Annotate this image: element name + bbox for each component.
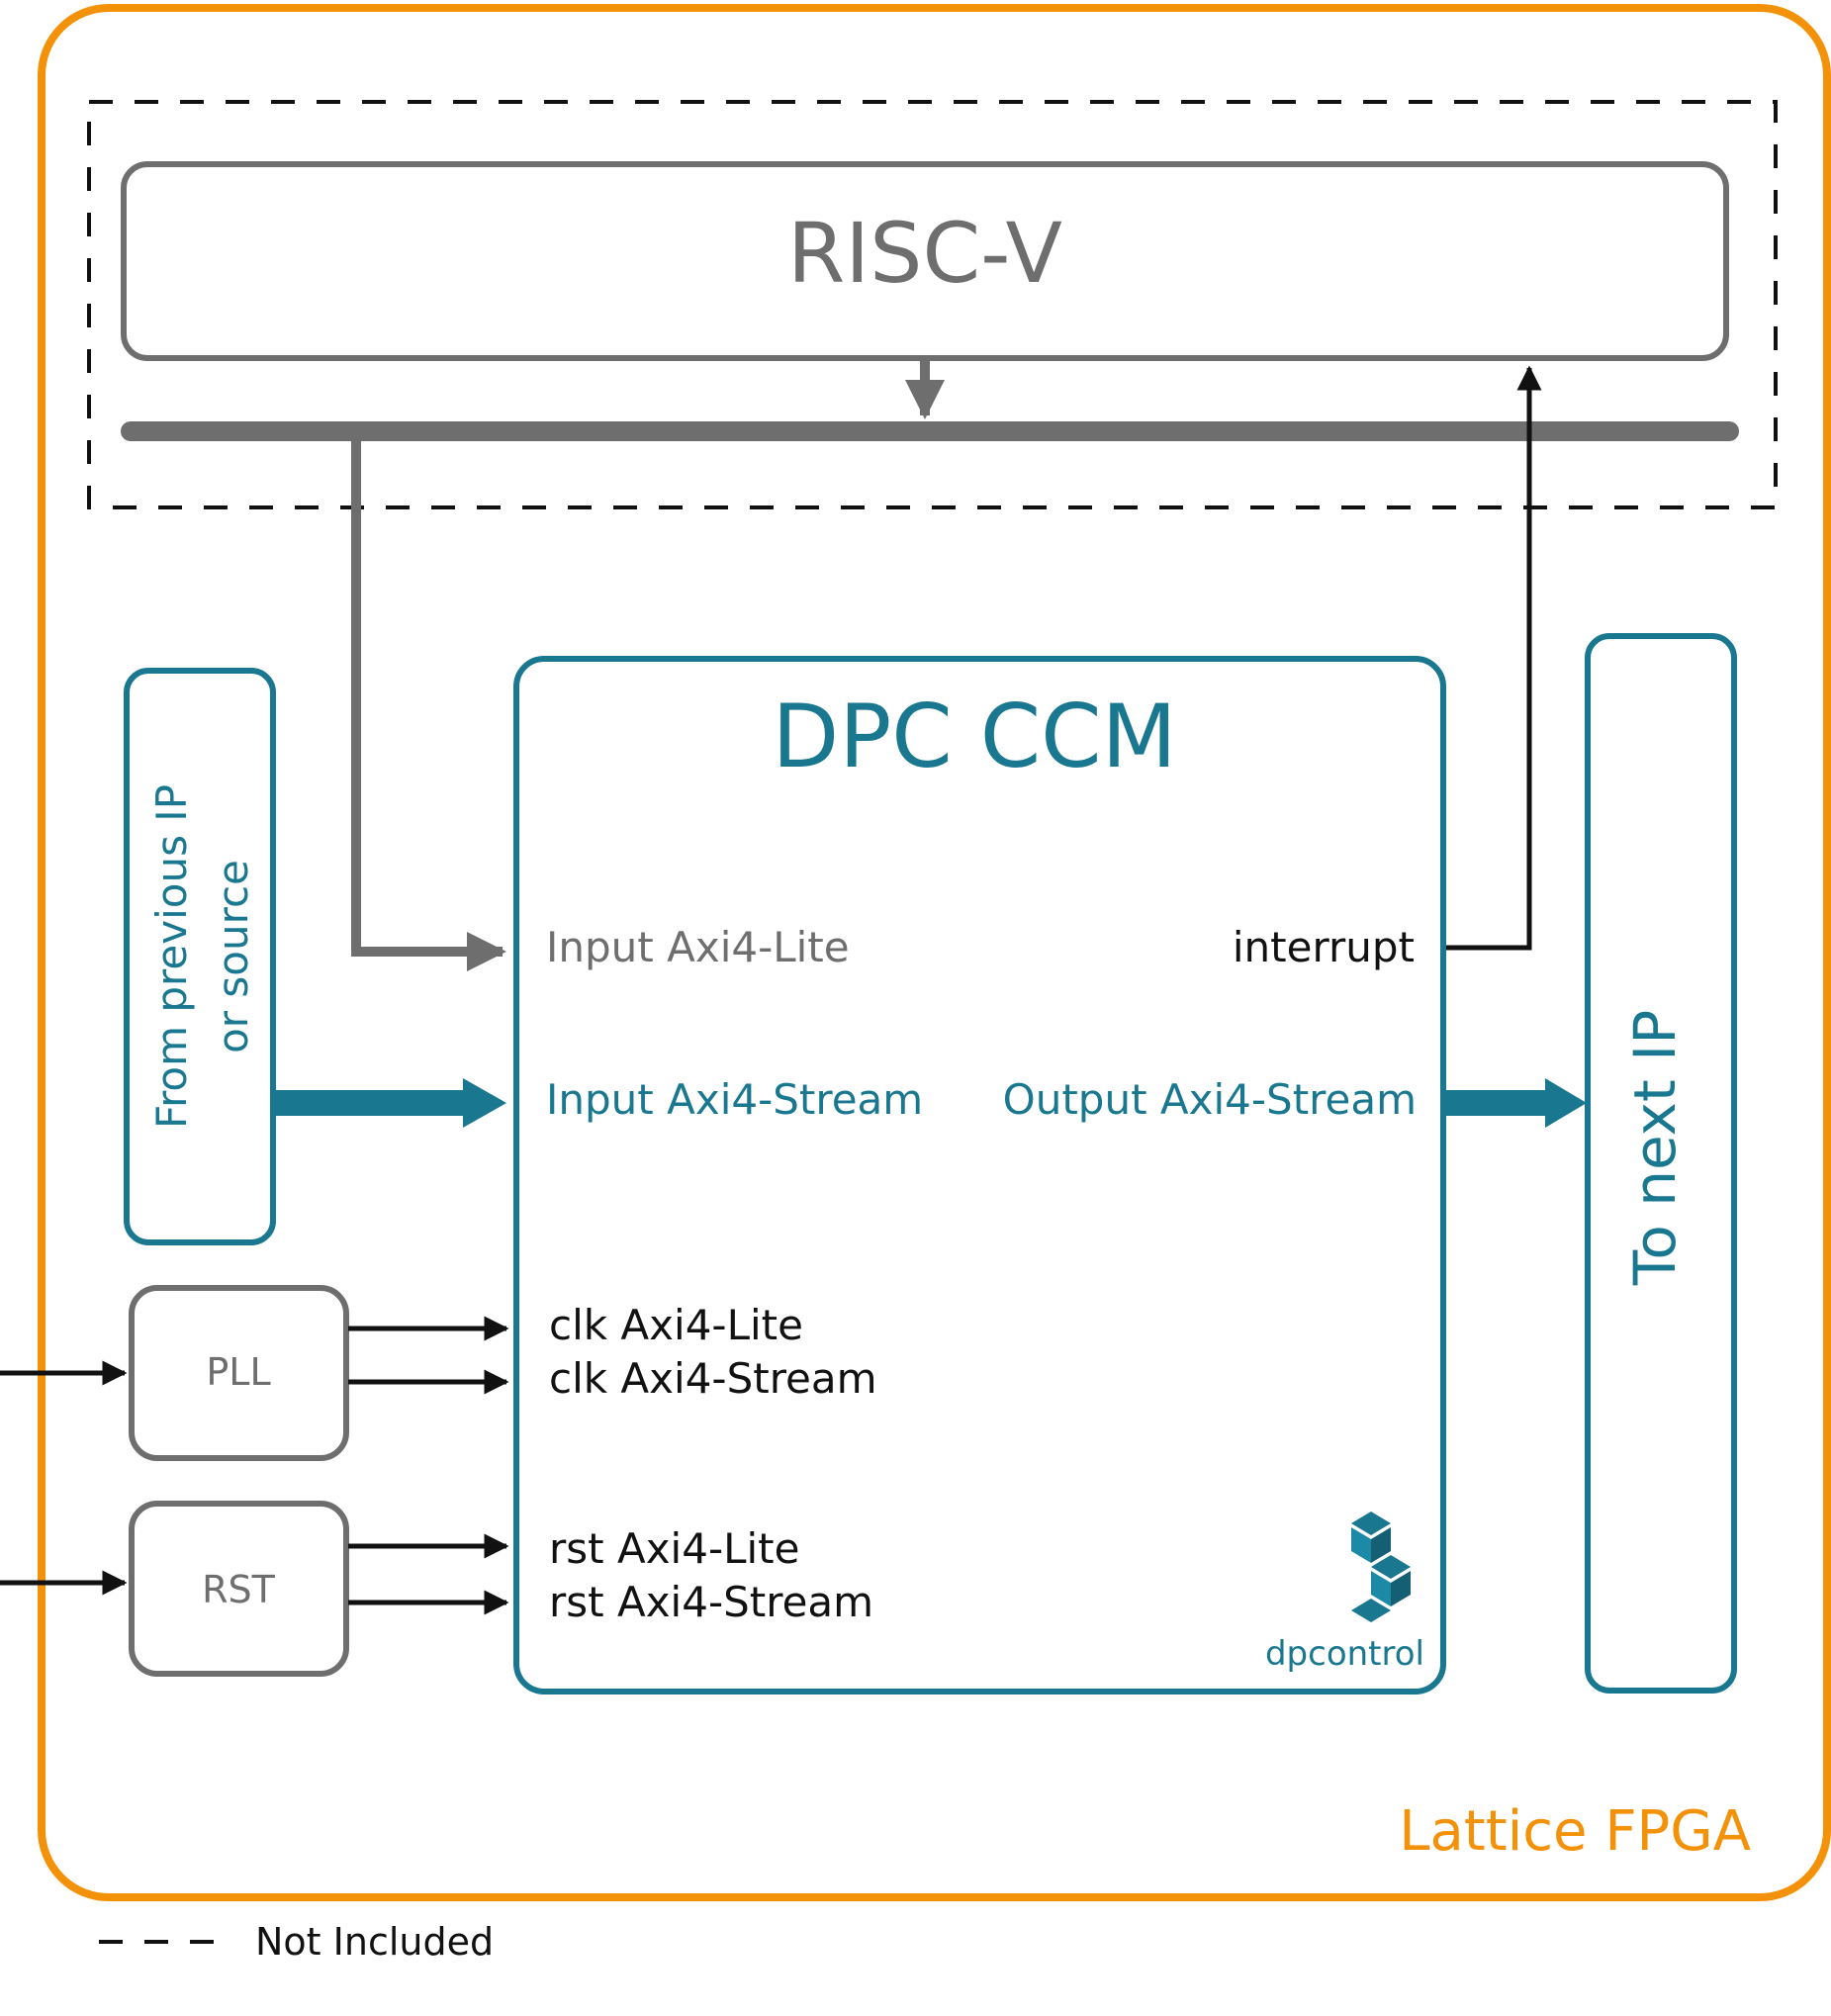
dpc-ccm-title: DPC CCM	[772, 686, 1176, 787]
clk-axi4-stream-port: clk Axi4-Stream	[549, 1354, 877, 1403]
pll-block	[129, 1285, 349, 1461]
source-to-stream-arrow-head	[463, 1078, 506, 1128]
fpga-label: Lattice FPGA	[1399, 1799, 1751, 1864]
fpga-boundary	[38, 4, 1831, 1901]
dpc-ccm-block	[513, 656, 1446, 1695]
sink-label: To next IP	[1621, 1010, 1689, 1287]
rst-block	[129, 1501, 349, 1677]
output-axi4-stream-port: Output Axi4-Stream	[1003, 1075, 1417, 1124]
bus-to-axi4-lite-arrow	[351, 435, 506, 971]
rst-label: RST	[202, 1568, 276, 1611]
clk-axi4-lite-port: clk Axi4-Lite	[549, 1301, 803, 1349]
pll-label: PLL	[206, 1350, 270, 1394]
source-to-stream-arrow-shaft	[275, 1090, 465, 1116]
input-axi4-stream-port: Input Axi4-Stream	[546, 1075, 923, 1124]
stream-to-sink-arrow-head	[1545, 1078, 1587, 1128]
legend-label: Not Included	[255, 1920, 494, 1964]
dpcontrol-logo-icon	[1351, 1512, 1411, 1622]
riscv-block	[121, 161, 1729, 361]
source-label-line1: From previous IP	[147, 784, 196, 1129]
not-included-region	[87, 100, 1778, 509]
rst-axi4-stream-port: rst Axi4-Stream	[549, 1578, 873, 1626]
rst-axi4-lite-port: rst Axi4-Lite	[549, 1524, 799, 1573]
source-label-line2: or source	[209, 860, 257, 1054]
riscv-label: RISC-V	[787, 205, 1062, 302]
interrupt-arrow	[1446, 365, 1542, 951]
source-block	[124, 668, 276, 1245]
stream-to-sink-arrow-shaft	[1446, 1090, 1547, 1116]
input-axi4-lite-port: Input Axi4-Lite	[546, 923, 850, 971]
dpcontrol-logo-text: dpcontrol	[1265, 1634, 1424, 1674]
interrupt-port: interrupt	[1233, 923, 1415, 971]
sink-block	[1585, 633, 1737, 1694]
